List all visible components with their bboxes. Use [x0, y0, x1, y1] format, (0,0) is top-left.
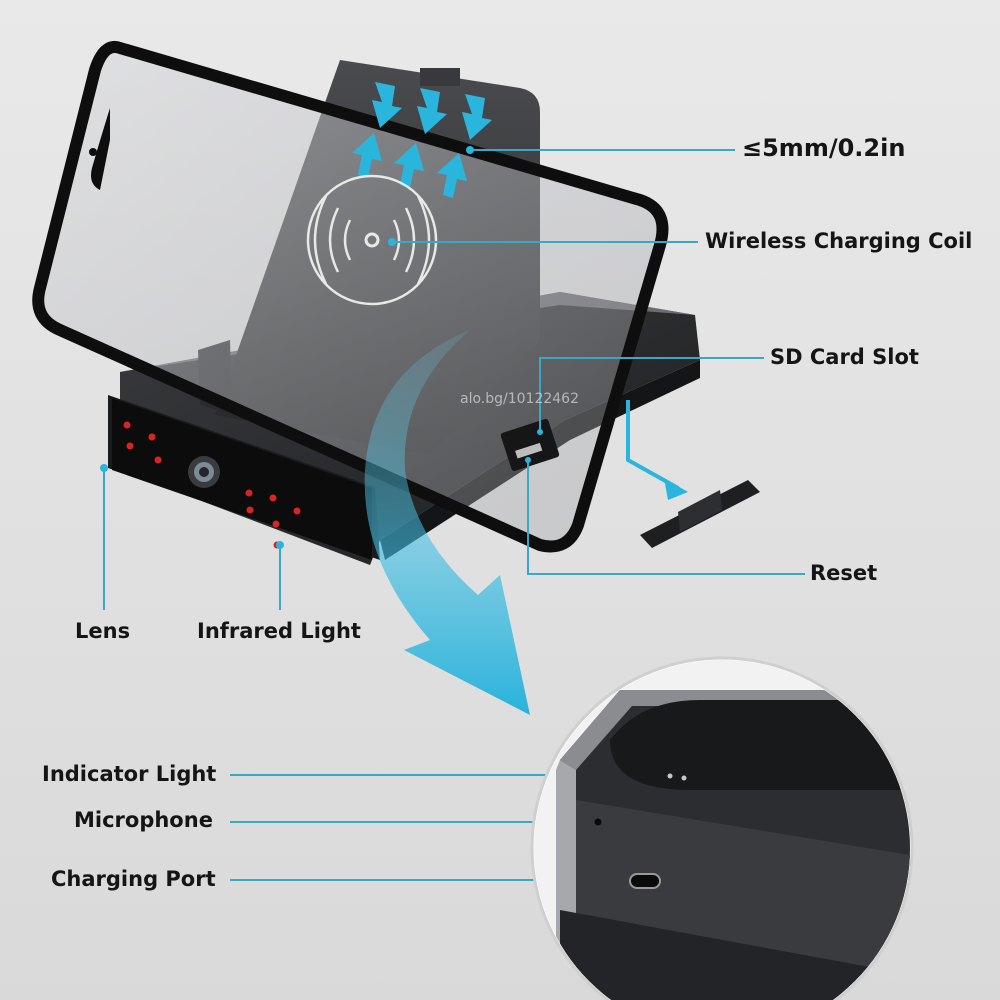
thickness-label: ≤5mm/0.2in [742, 134, 906, 162]
charging-port-label: Charging Port [51, 867, 216, 891]
lens-label: Lens [75, 619, 131, 643]
microphone-label: Microphone [74, 808, 213, 832]
infrared-leds-left [123, 421, 162, 464]
arrow-icon [352, 82, 492, 198]
indicator-light-label: Indicator Light [42, 762, 217, 786]
microphone-icon [594, 818, 602, 826]
wireless-charging-coil-label: Wireless Charging Coil [705, 229, 973, 253]
smartphone [32, 41, 669, 553]
watermark: alo.bg/10122462 [460, 391, 579, 407]
zoom-arrow [364, 330, 530, 715]
sd-card-slot-icon [500, 419, 560, 471]
usb-c-port-icon [629, 873, 661, 889]
infrared-leds-right [245, 489, 301, 549]
zoom-detail [530, 656, 914, 1000]
leader-dots [100, 146, 543, 549]
slot-cover [626, 400, 760, 548]
sd-card-slot-label: SD Card Slot [770, 345, 919, 369]
reset-label: Reset [810, 561, 878, 585]
infrared-light-label: Infrared Light [197, 619, 361, 643]
wireless-charging-icon [306, 174, 438, 306]
camera-panel [112, 398, 372, 560]
indicator-light-icon [667, 773, 673, 779]
